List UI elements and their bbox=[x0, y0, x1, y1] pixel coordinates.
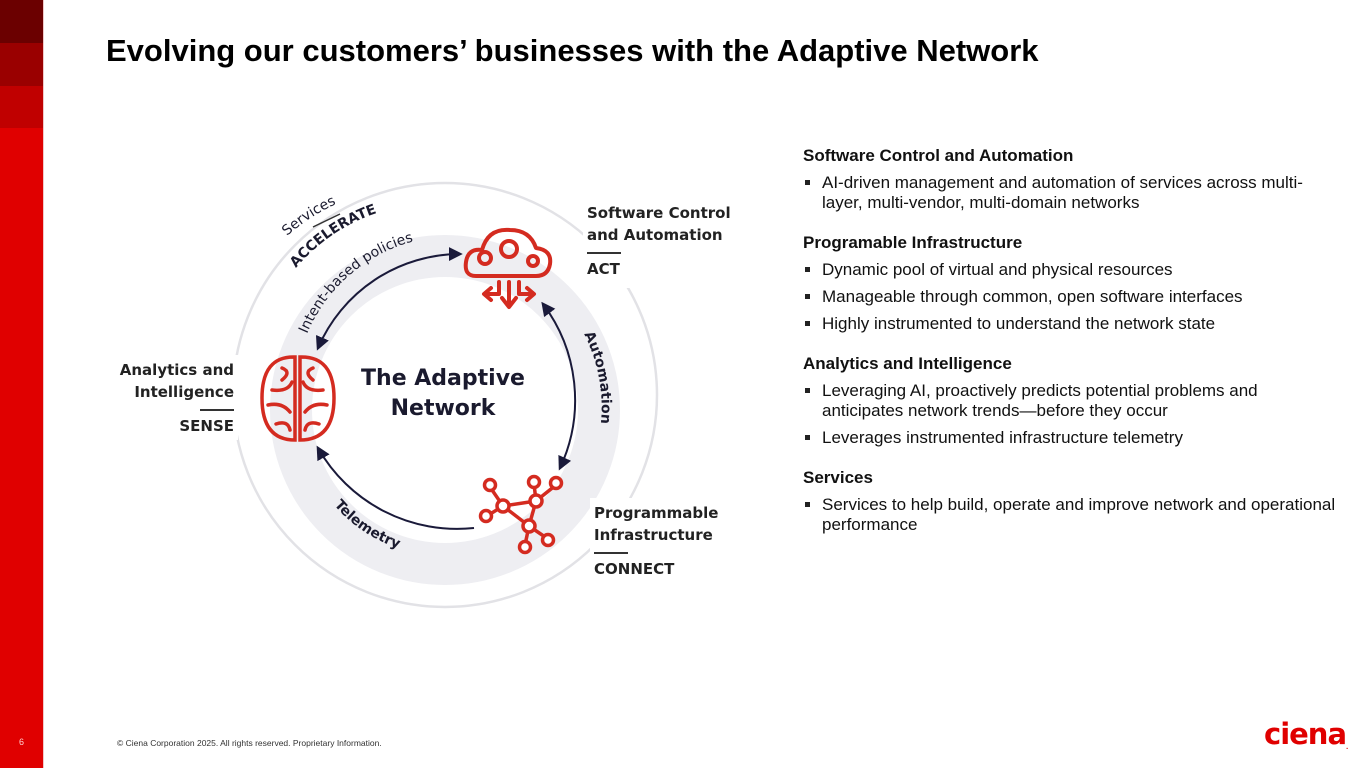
node-connect-divider bbox=[594, 552, 628, 554]
section-heading: Analytics and Intelligence bbox=[803, 354, 1012, 373]
sidebar-accent: 6 bbox=[0, 0, 44, 768]
node-act-line-2: and Automation bbox=[587, 226, 723, 244]
node-act-verb: ACT bbox=[587, 260, 620, 278]
network-nodes-icon bbox=[478, 474, 564, 555]
accent-band-3 bbox=[0, 86, 43, 128]
telemetry-arrow bbox=[316, 445, 475, 530]
section-heading: Programable Infrastructure bbox=[803, 233, 1023, 252]
accent-band-1 bbox=[0, 0, 43, 43]
node-sense-verb: SENSE bbox=[179, 417, 234, 435]
node-sense-divider bbox=[200, 409, 234, 411]
logo-text: ciena bbox=[1264, 717, 1347, 751]
node-label-sense: Analytics and Intelligence SENSE bbox=[112, 359, 234, 437]
bullet-item: AI-driven management and automation of s… bbox=[803, 173, 1343, 213]
node-label-act: Software Control and Automation ACT bbox=[587, 202, 731, 280]
node-act-divider bbox=[587, 252, 621, 254]
accent-band-2 bbox=[0, 43, 43, 86]
intent-arrow bbox=[315, 247, 463, 351]
node-label-connect: Programmable Infrastructure CONNECT bbox=[594, 502, 718, 580]
section-heading: Services bbox=[803, 468, 873, 487]
node-sense-line-2: Intelligence bbox=[134, 383, 234, 401]
slide-title: Evolving our customers’ businesses with … bbox=[106, 33, 1039, 68]
page-number: 6 bbox=[18, 737, 24, 747]
node-sense-line-1: Analytics and bbox=[119, 361, 234, 379]
node-act-line-1: Software Control bbox=[587, 204, 731, 222]
brain-icon bbox=[260, 355, 336, 442]
cloud-gears-icon bbox=[463, 227, 553, 309]
bullet-item: Dynamic pool of virtual and physical res… bbox=[803, 260, 1343, 280]
node-connect-line-1: Programmable bbox=[594, 504, 719, 522]
section-analytics-intelligence: Analytics and Intelligence Leveraging AI… bbox=[803, 354, 1343, 448]
bullet-item: Services to help build, operate and impr… bbox=[803, 495, 1343, 535]
bullet-item: Leveraging AI, proactively predicts pote… bbox=[803, 381, 1343, 421]
node-connect-verb: CONNECT bbox=[594, 560, 675, 578]
bullet-item: Leverages instrumented infrastructure te… bbox=[803, 428, 1343, 448]
section-heading: Software Control and Automation bbox=[803, 146, 1074, 165]
section-services: Services Services to help build, operate… bbox=[803, 468, 1343, 535]
section-software-control: Software Control and Automation AI-drive… bbox=[803, 146, 1343, 213]
bullet-item: Highly instrumented to understand the ne… bbox=[803, 314, 1343, 334]
bullet-item: Manageable through common, open software… bbox=[803, 287, 1343, 307]
diagram-center-title: The Adaptive Network bbox=[343, 364, 543, 424]
center-title-line-1: The Adaptive bbox=[361, 366, 525, 391]
center-title-line-2: Network bbox=[390, 396, 496, 421]
services-divider bbox=[312, 213, 341, 228]
automation-arrow bbox=[541, 301, 577, 471]
ciena-logo: ciena. bbox=[1264, 717, 1349, 751]
node-connect-line-2: Infrastructure bbox=[594, 526, 713, 544]
copyright-footer: © Ciena Corporation 2025. All rights res… bbox=[117, 738, 382, 748]
description-panel: Software Control and Automation AI-drive… bbox=[803, 146, 1343, 555]
section-programmable-infrastructure: Programable Infrastructure Dynamic pool … bbox=[803, 233, 1343, 334]
